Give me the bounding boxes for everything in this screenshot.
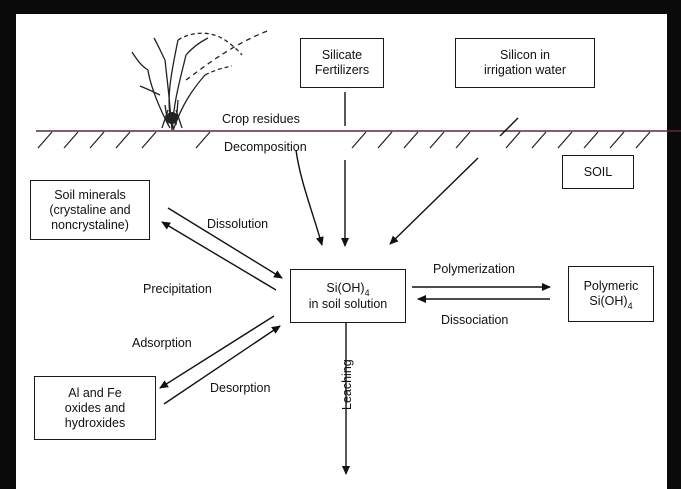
soil-minerals-line3: noncrystaline) bbox=[51, 217, 129, 232]
soil-solution-label: in soil solution bbox=[308, 296, 388, 311]
polymeric-formula: Si(OH)4 bbox=[589, 293, 633, 311]
frame-left-border bbox=[0, 0, 16, 489]
crop-residues-label: Crop residues bbox=[222, 112, 300, 126]
silicate-fertilizers-box: Silicate Fertilizers bbox=[300, 38, 384, 88]
soil-label: SOIL bbox=[583, 164, 613, 179]
adsorption-label: Adsorption bbox=[132, 336, 192, 350]
dissociation-label: Dissociation bbox=[441, 313, 509, 327]
al-fe-line3: hydroxides bbox=[64, 415, 126, 430]
irrigation-stem-upper bbox=[499, 117, 519, 137]
polymeric-subscript: 4 bbox=[627, 300, 633, 311]
soil-hatch bbox=[37, 131, 651, 149]
polymeric-formula-text: Si(OH) bbox=[589, 293, 628, 308]
sioh4-subscript: 4 bbox=[364, 287, 370, 298]
decomposition-label: Decomposition bbox=[224, 140, 307, 154]
desorption-arrow bbox=[163, 325, 281, 405]
polymerization-label: Polymerization bbox=[433, 262, 515, 276]
al-fe-line2: oxides and bbox=[64, 400, 126, 415]
silicon-irrigation-box: Silicon in irrigation water bbox=[455, 38, 595, 88]
polymeric-label: Polymeric bbox=[583, 278, 639, 293]
soil-minerals-box: Soil minerals (crystaline and noncrystal… bbox=[30, 180, 150, 240]
soil-minerals-line2: (crystaline and bbox=[49, 202, 131, 217]
sioh4-formula: Si(OH)4 bbox=[326, 280, 370, 298]
dissolution-arrow bbox=[167, 207, 283, 279]
frame-right-border bbox=[667, 0, 681, 489]
adsorption-arrow bbox=[159, 315, 275, 389]
plant-base bbox=[166, 112, 178, 124]
silicon-irrigation-line2: irrigation water bbox=[484, 63, 566, 77]
irrigation-arrow bbox=[389, 157, 479, 245]
silicon-irrigation-line1: Silicon in bbox=[499, 48, 551, 62]
al-fe-line1: Al and Fe bbox=[68, 385, 122, 400]
soil-box: SOIL bbox=[562, 155, 634, 189]
soil-minerals-line1: Soil minerals bbox=[54, 187, 126, 202]
desorption-label: Desorption bbox=[210, 381, 271, 395]
silicate-fertilizers-line2: Fertilizers bbox=[314, 63, 370, 77]
precipitation-arrow bbox=[161, 221, 277, 291]
sioh4-text: Si(OH) bbox=[326, 280, 365, 295]
leaching-label: Leaching bbox=[340, 359, 354, 410]
frame-top-border bbox=[0, 0, 681, 14]
sioh4-soil-solution-box: Si(OH)4 in soil solution bbox=[290, 269, 406, 323]
silicate-fertilizers-line1: Silicate bbox=[321, 48, 363, 62]
precipitation-label: Precipitation bbox=[143, 282, 212, 296]
polymeric-sioh4-box: Polymeric Si(OH)4 bbox=[568, 266, 654, 322]
al-fe-oxides-box: Al and Fe oxides and hydroxides bbox=[34, 376, 156, 440]
crop-residues-arrow bbox=[295, 149, 324, 246]
dissolution-label: Dissolution bbox=[207, 217, 269, 231]
